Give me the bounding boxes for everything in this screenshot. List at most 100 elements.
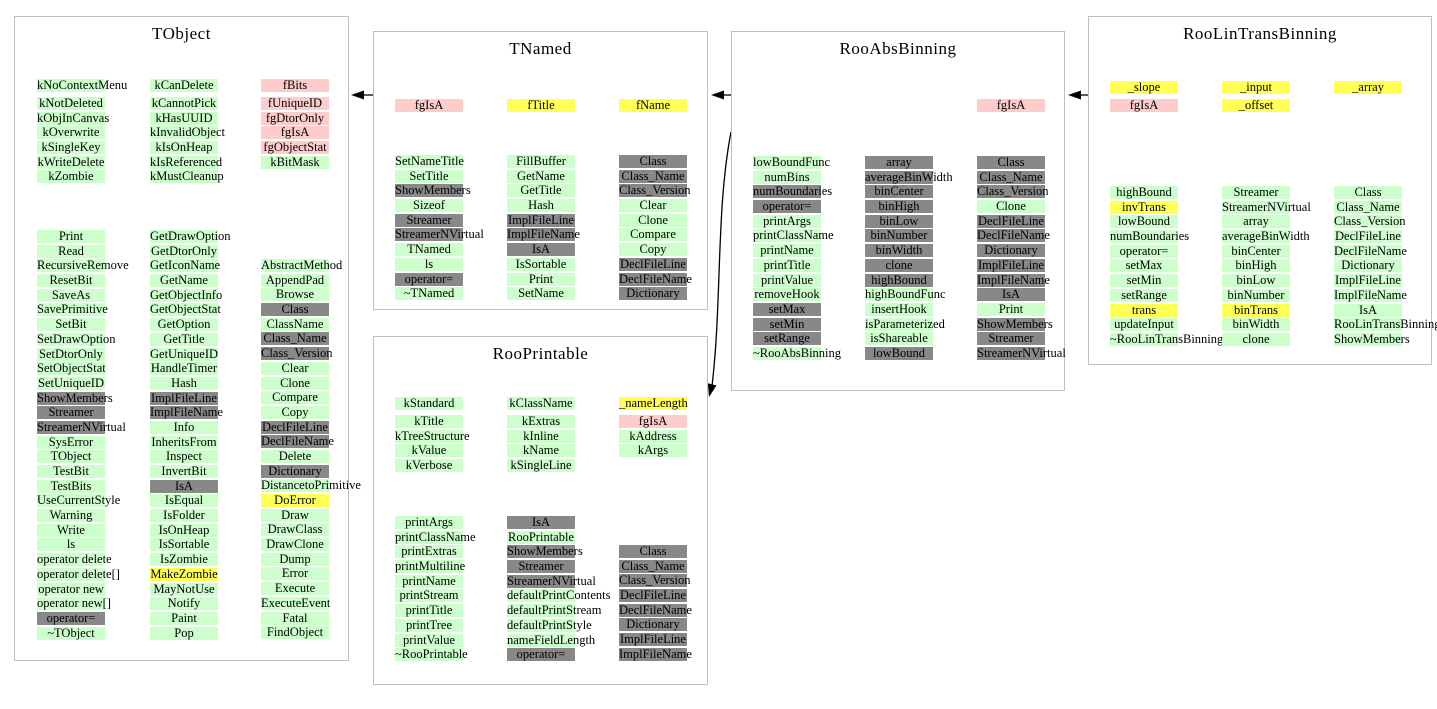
member-binhigh[interactable]: binHigh bbox=[1222, 259, 1290, 273]
member-implfilename[interactable]: ImplFileName bbox=[150, 405, 223, 420]
member-issortable[interactable]: IsSortable bbox=[507, 257, 575, 271]
member-binlow[interactable]: binLow bbox=[865, 214, 933, 228]
member-fgisa[interactable]: fgIsA bbox=[1110, 98, 1178, 112]
member-fgisa[interactable]: fgIsA bbox=[977, 98, 1045, 112]
member-kmustcleanup[interactable]: kMustCleanup bbox=[150, 169, 224, 184]
member-_namelength[interactable]: _nameLength bbox=[619, 396, 688, 410]
member-isa[interactable]: IsA bbox=[507, 242, 575, 257]
member-pop[interactable]: Pop bbox=[150, 626, 218, 640]
member-printclassname[interactable]: printClassName bbox=[753, 228, 834, 243]
member-tobject[interactable]: TObject bbox=[37, 450, 105, 464]
member-kclassname[interactable]: kClassName bbox=[507, 396, 575, 410]
member-knocontextmenu[interactable]: kNoContextMenu bbox=[37, 78, 128, 92]
member-binwidth[interactable]: binWidth bbox=[1222, 317, 1290, 332]
member-saveprimitive[interactable]: SavePrimitive bbox=[37, 302, 108, 317]
member-_input[interactable]: _input bbox=[1222, 80, 1290, 94]
member-~tobject[interactable]: ~TObject bbox=[37, 626, 105, 640]
member-inheritsfrom[interactable]: InheritsFrom bbox=[150, 434, 218, 449]
member-kinline[interactable]: kInline bbox=[507, 429, 575, 443]
member-printstream[interactable]: printStream bbox=[395, 589, 463, 603]
member-copy[interactable]: Copy bbox=[261, 405, 329, 419]
member-fgisa[interactable]: fgIsA bbox=[395, 98, 463, 112]
member-inserthook[interactable]: insertHook bbox=[865, 302, 933, 316]
member-getdtoronly[interactable]: GetDtorOnly bbox=[150, 243, 218, 258]
member-showmembers[interactable]: ShowMembers bbox=[1334, 331, 1410, 346]
member-dump[interactable]: Dump bbox=[261, 552, 329, 566]
member-streamernvirtual[interactable]: StreamerNVirtual bbox=[1222, 199, 1311, 214]
member-warning[interactable]: Warning bbox=[37, 508, 105, 523]
member-inspect[interactable]: Inspect bbox=[150, 450, 218, 464]
member-dictionary[interactable]: Dictionary bbox=[619, 286, 687, 301]
member-resetbit[interactable]: ResetBit bbox=[37, 273, 105, 288]
member-streamernvirtual[interactable]: StreamerNVirtual bbox=[37, 419, 126, 434]
member-numboundaries[interactable]: numBoundaries bbox=[1110, 229, 1190, 244]
member-implfilename[interactable]: ImplFileName bbox=[977, 272, 1050, 287]
member-compare[interactable]: Compare bbox=[261, 390, 329, 405]
member-defaultprintstyle[interactable]: defaultPrintStyle bbox=[507, 617, 592, 632]
member-fgisa[interactable]: fgIsA bbox=[261, 126, 329, 140]
member-saveas[interactable]: SaveAs bbox=[37, 288, 105, 302]
member-~rooabsbinning[interactable]: ~RooAbsBinning bbox=[753, 345, 842, 360]
member-kverbose[interactable]: kVerbose bbox=[395, 458, 463, 473]
member-kobjincanvas[interactable]: kObjInCanvas bbox=[37, 110, 110, 125]
member-lowboundfunc[interactable]: lowBoundFunc bbox=[753, 155, 831, 169]
member-ktitle[interactable]: kTitle bbox=[395, 414, 463, 428]
member-binnumber[interactable]: binNumber bbox=[865, 229, 933, 243]
member-setdtoronly[interactable]: SetDtorOnly bbox=[37, 347, 105, 361]
member-kaddress[interactable]: kAddress bbox=[619, 429, 687, 443]
member-implfileline[interactable]: ImplFileLine bbox=[619, 632, 687, 647]
member-fillbuffer[interactable]: FillBuffer bbox=[507, 154, 575, 168]
member-operatordelete[interactable]: operator delete bbox=[37, 552, 112, 567]
member-fgobjectstat[interactable]: fgObjectStat bbox=[261, 140, 329, 155]
member-clone[interactable]: clone bbox=[865, 258, 933, 272]
member-streamer[interactable]: Streamer bbox=[507, 559, 575, 574]
member-fname[interactable]: fName bbox=[619, 98, 687, 112]
member-clone[interactable]: Clone bbox=[261, 376, 329, 390]
member-invtrans[interactable]: invTrans bbox=[1110, 200, 1178, 214]
member-averagebinwidth[interactable]: averageBinWidth bbox=[865, 169, 953, 184]
member-hash[interactable]: Hash bbox=[507, 198, 575, 213]
member-streamer[interactable]: Streamer bbox=[1222, 185, 1290, 199]
member-~rooprintable[interactable]: ~RooPrintable bbox=[395, 647, 468, 662]
member-array[interactable]: array bbox=[1222, 215, 1290, 229]
member-read[interactable]: Read bbox=[37, 244, 105, 258]
member-copy[interactable]: Copy bbox=[619, 242, 687, 257]
member-setmin[interactable]: setMin bbox=[753, 317, 821, 331]
member-declfilename[interactable]: DeclFileName bbox=[619, 271, 692, 286]
member-clone[interactable]: clone bbox=[1222, 332, 1290, 346]
member-ls[interactable]: ls bbox=[37, 538, 105, 552]
member-info[interactable]: Info bbox=[150, 420, 218, 434]
member-printname[interactable]: printName bbox=[395, 574, 463, 588]
member-invertbit[interactable]: InvertBit bbox=[150, 464, 218, 478]
member-khasuuid[interactable]: kHasUUID bbox=[150, 111, 218, 125]
member-getname[interactable]: GetName bbox=[507, 169, 575, 183]
class-title[interactable]: TNamed bbox=[509, 39, 572, 58]
member-kzombie[interactable]: kZombie bbox=[37, 170, 105, 184]
member-showmembers[interactable]: ShowMembers bbox=[977, 316, 1053, 331]
member-maynotuse[interactable]: MayNotUse bbox=[150, 582, 218, 596]
member-setname[interactable]: SetName bbox=[507, 286, 575, 301]
member-fgdtoronly[interactable]: fgDtorOnly bbox=[261, 111, 329, 125]
member-declfileline[interactable]: DeclFileLine bbox=[261, 419, 329, 434]
member-iszombie[interactable]: IsZombie bbox=[150, 552, 218, 567]
member-koverwrite[interactable]: kOverwrite bbox=[37, 126, 105, 140]
member-executeevent[interactable]: ExecuteEvent bbox=[261, 595, 331, 610]
member-print[interactable]: Print bbox=[507, 272, 575, 286]
member-kcannotpick[interactable]: kCannotPick bbox=[150, 96, 218, 110]
member-highbound[interactable]: highBound bbox=[1110, 185, 1178, 199]
member-kisreferenced[interactable]: kIsReferenced bbox=[150, 154, 223, 169]
member-draw[interactable]: Draw bbox=[261, 508, 329, 522]
member-binhigh[interactable]: binHigh bbox=[865, 199, 933, 214]
member-implfileline[interactable]: ImplFileLine bbox=[1334, 273, 1402, 288]
member-dictionary[interactable]: Dictionary bbox=[261, 464, 329, 478]
member-bincenter[interactable]: binCenter bbox=[865, 185, 933, 199]
member-numbins[interactable]: numBins bbox=[753, 170, 821, 184]
member-_array[interactable]: _array bbox=[1334, 80, 1402, 94]
member-tnamed[interactable]: TNamed bbox=[395, 242, 463, 257]
member-class_name[interactable]: Class_Name bbox=[619, 559, 687, 573]
member-declfilename[interactable]: DeclFileName bbox=[619, 602, 692, 617]
member-hash[interactable]: Hash bbox=[150, 376, 218, 390]
member-delete[interactable]: Delete bbox=[261, 449, 329, 463]
member-isfolder[interactable]: IsFolder bbox=[150, 508, 218, 523]
member-streamernvirtual[interactable]: StreamerNVirtual bbox=[977, 345, 1066, 360]
